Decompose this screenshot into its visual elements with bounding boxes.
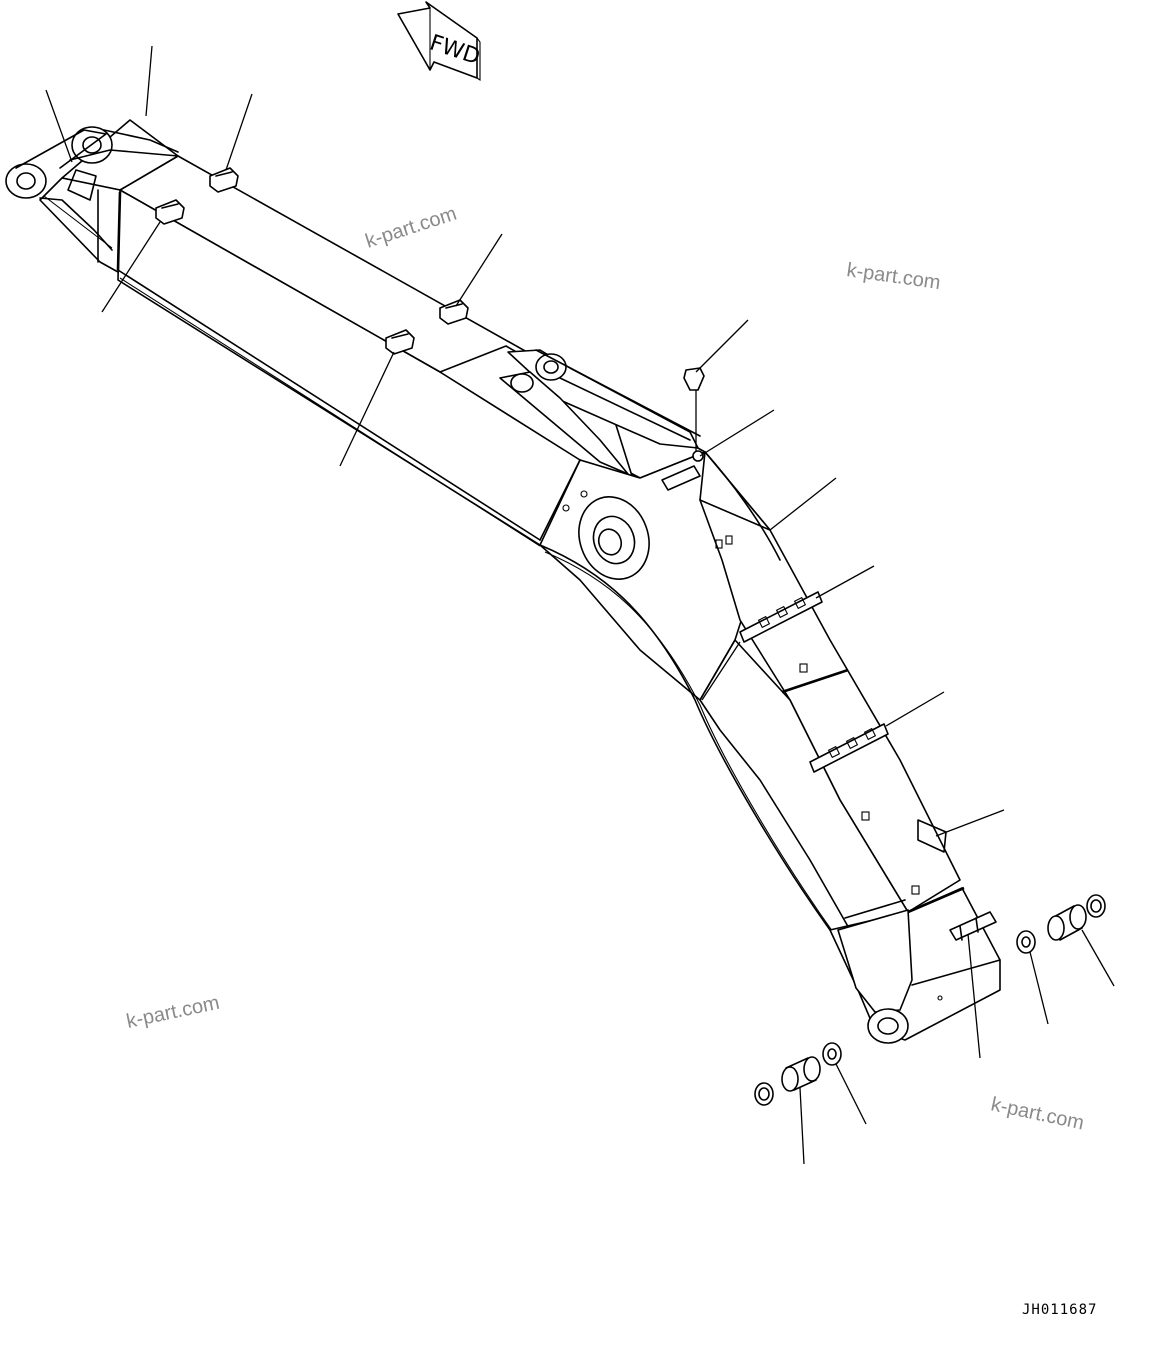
clamp-bar-1 — [739, 591, 823, 643]
bushing-right — [1047, 904, 1087, 941]
hose-clamp-4 — [385, 329, 415, 355]
boom-body — [5, 119, 1001, 1044]
leader-lines — [45, 45, 1115, 1165]
watermark: k-part.com — [124, 992, 221, 1033]
bushing-left — [781, 1056, 821, 1092]
watermark: k-part.com — [989, 1093, 1086, 1134]
drawing-reference-number: JH011687 — [1022, 1302, 1097, 1318]
clamp-bracket-bottom — [949, 911, 997, 941]
shim-right — [1016, 930, 1036, 954]
shim-left — [822, 1042, 842, 1066]
fwd-direction-arrow: FWD — [397, 1, 483, 82]
watermark: k-part.com — [363, 203, 460, 253]
clamp-bracket-top — [661, 465, 701, 491]
watermark: k-part.com — [845, 259, 942, 294]
plug — [683, 367, 705, 391]
hose-clamp-1 — [209, 167, 239, 193]
grease-fitting — [692, 450, 704, 462]
seal-left — [754, 1082, 774, 1106]
seal-right — [1086, 894, 1106, 918]
clamp-bar-2 — [809, 723, 889, 773]
hose-clamp-2 — [155, 199, 185, 225]
